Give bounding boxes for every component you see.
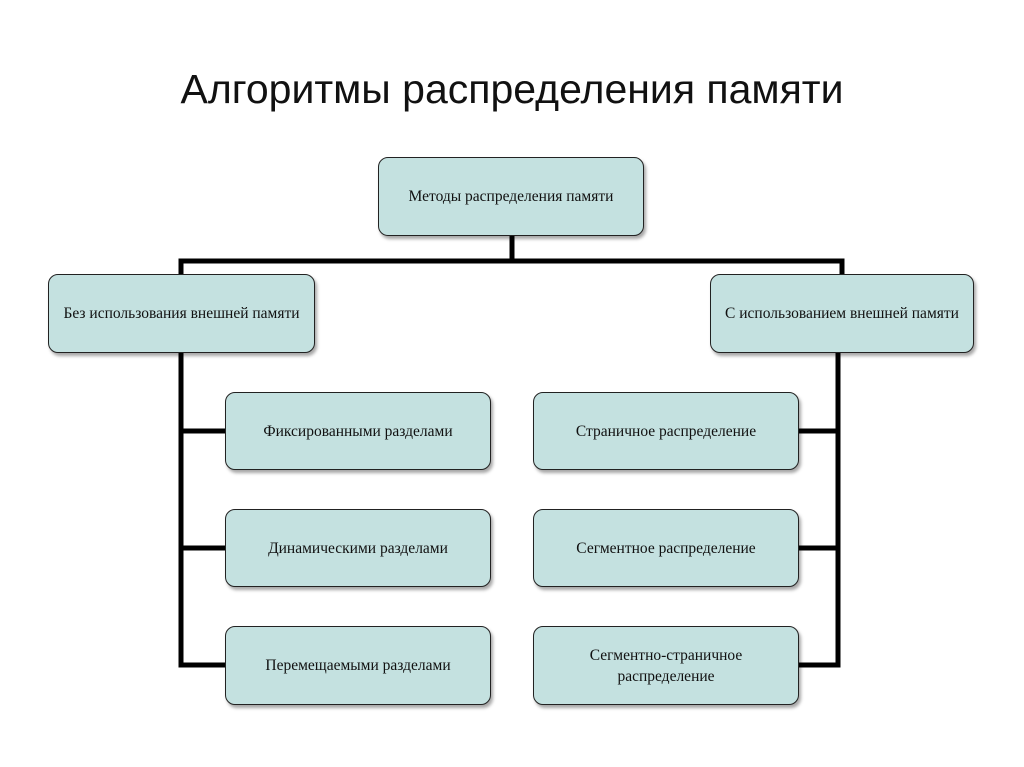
right-child-node-3: Сегментно-страничное распределение [533, 626, 799, 705]
right-category-node: С использованием внешней памяти [710, 274, 974, 353]
left-child-label-3: Перемещаемыми разделами [265, 657, 451, 674]
left-child-node-3: Перемещаемыми разделами [225, 626, 491, 705]
page-title: Алгоритмы распределения памяти [180, 66, 844, 112]
right-child-label-3: Сегментно-страничное распределение [589, 646, 743, 685]
left-child-label-1: Фиксированными разделами [263, 422, 453, 440]
right-child-node-1: Страничное распределение [533, 392, 799, 470]
root-node-label: Методы распределения памяти [408, 188, 614, 205]
left-child-label-2: Динамическими разделами [268, 539, 448, 557]
right-category-label: С использованием внешней памяти [725, 305, 959, 322]
left-category-node: Без использования внешней памяти [48, 274, 315, 353]
right-child-label-1: Страничное распределение [575, 422, 757, 440]
right-child-label-2: Сегментное распределение [576, 539, 756, 557]
left-child-node-1: Фиксированными разделами [225, 392, 491, 470]
root-node: Методы распределения памяти [378, 157, 644, 236]
left-child-node-2: Динамическими разделами [225, 509, 491, 587]
right-child-node-2: Сегментное распределение [533, 509, 799, 587]
left-category-label: Без использования внешней памяти [63, 305, 300, 322]
